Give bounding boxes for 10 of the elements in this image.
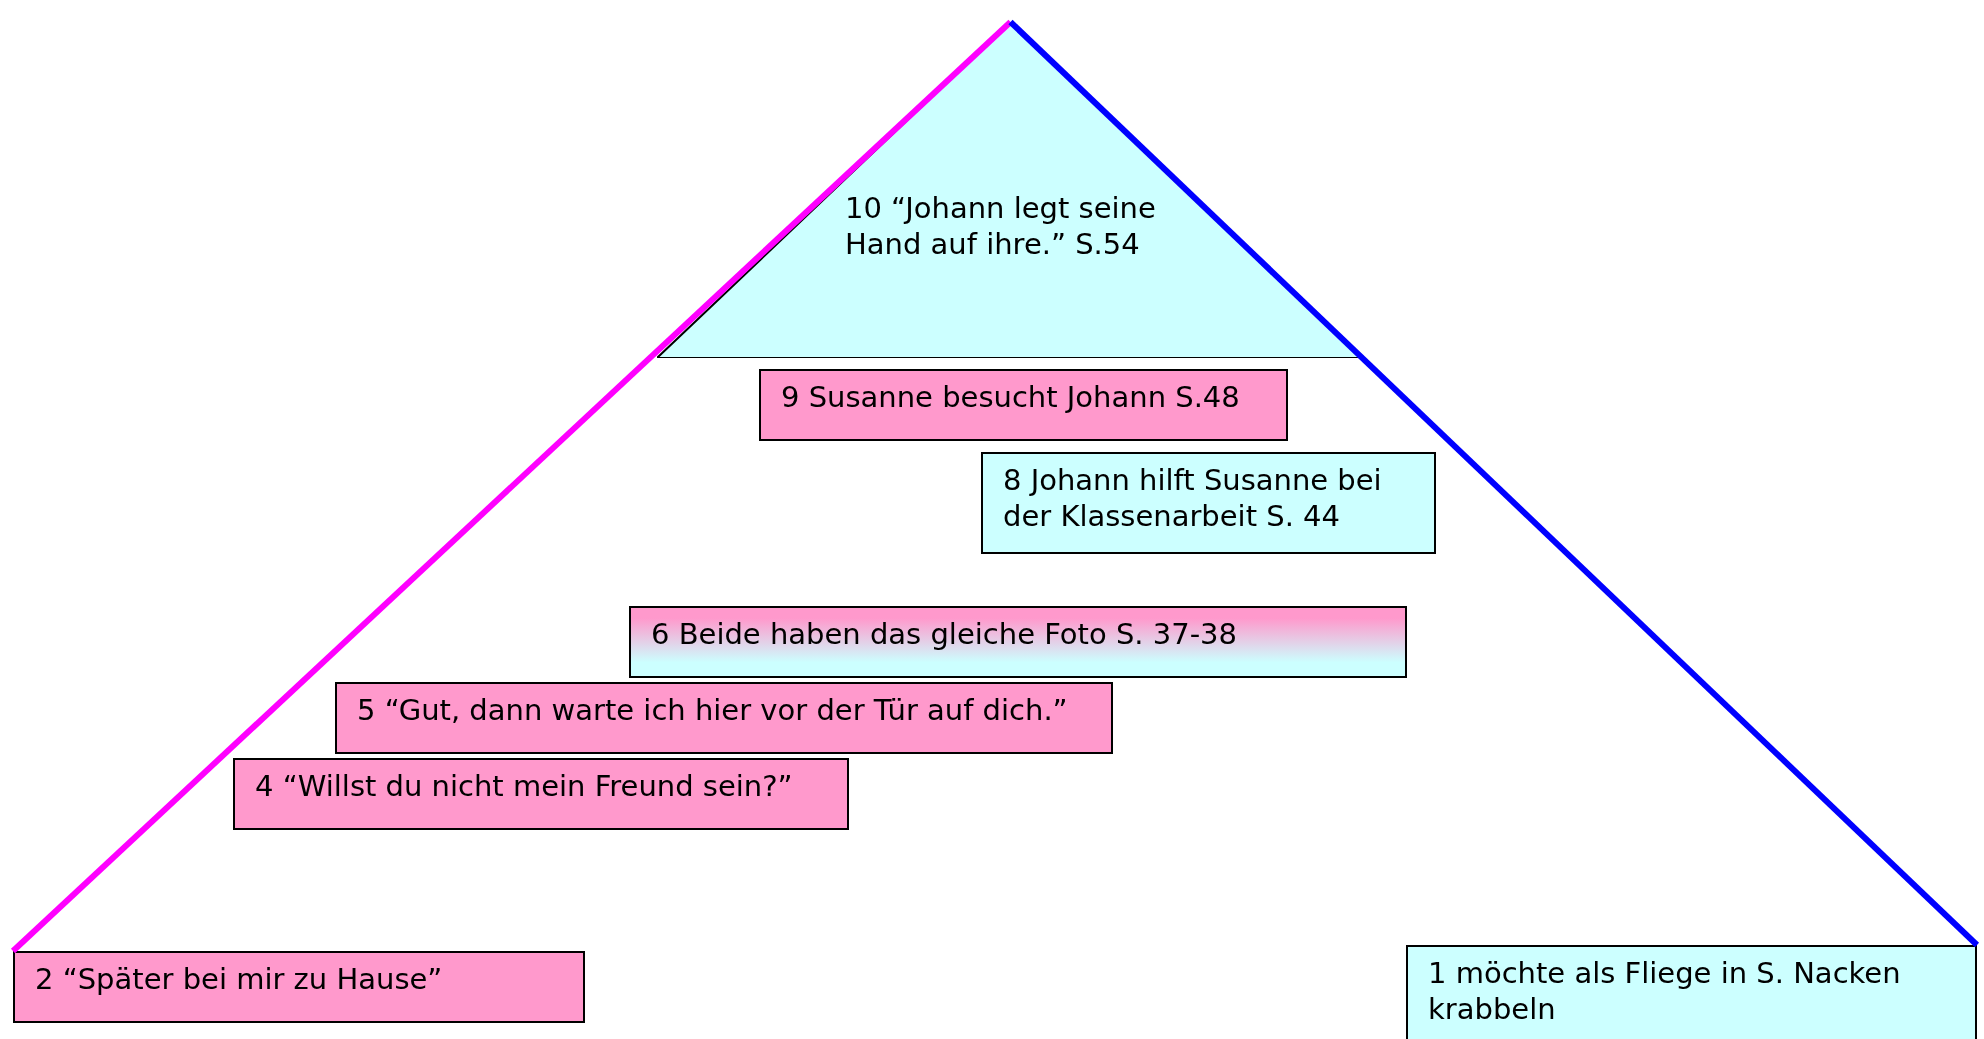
event-box: 5 “Gut, dann warte ich hier vor der Tür auf dich.” (335, 682, 1113, 754)
event-box: 9 Susanne besucht Johann S.48 (759, 369, 1288, 441)
pyramid-side-line (1008, 19, 1980, 948)
event-box: 8 Johann hilft Susanne bei der Klassenarbeit S. 44 (981, 452, 1436, 554)
event-box: 6 Beide haben das gleiche Foto S. 37-38 (629, 606, 1407, 678)
event-box: 4 “Willst du nicht mein Freund sein?” (233, 758, 849, 830)
event-text: 10 “Johann legt seine Hand auf ihre.” S.54 (845, 190, 1157, 262)
event-box: 1 möchte als Fliege in S. Nacken krabbeln (1406, 945, 1977, 1039)
pyramid-side-line (10, 19, 1013, 954)
event-box: 2 “Später bei mir zu Hause” (13, 951, 585, 1023)
